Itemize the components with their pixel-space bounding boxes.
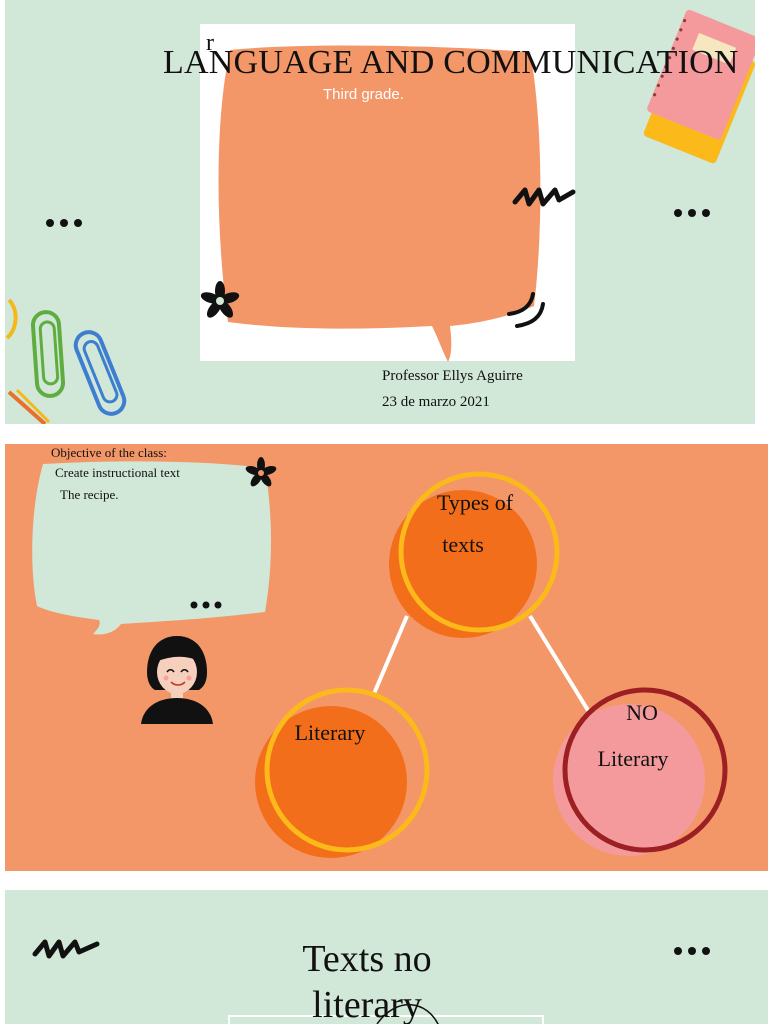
speech-bubble-shape xyxy=(218,45,541,363)
slide-types-of-texts[interactable]: Objective of the class: Create instructi… xyxy=(5,444,768,871)
slide-title[interactable]: r LANGUAGE AND COMMUNICATION Third grade… xyxy=(5,0,755,424)
flower-icon xyxy=(200,281,240,318)
frame-outline xyxy=(228,1004,544,1024)
ellipsis-icon xyxy=(190,601,222,609)
node-root-line: texts xyxy=(442,532,484,557)
scribble-icon xyxy=(512,187,576,207)
objective-line: Create instructional text xyxy=(55,465,180,480)
date-text: 23 de marzo 2021 xyxy=(382,394,490,410)
node-types-of-texts xyxy=(389,471,560,638)
subtitle: Third grade. xyxy=(323,86,404,103)
flower-icon xyxy=(245,457,277,487)
node-no-line: Literary xyxy=(597,746,669,771)
scribble-icon xyxy=(32,939,100,959)
paper-clips-decoration xyxy=(5,298,127,424)
page-title: LANGUAGE AND COMMUNICATION xyxy=(163,44,739,81)
ellipsis-icon xyxy=(674,209,710,217)
avatar xyxy=(141,636,213,724)
slide3-title-line: literary xyxy=(312,984,422,1024)
ellipsis-icon xyxy=(674,947,710,955)
objective-heading: Objective of the class: xyxy=(51,445,167,460)
node-root-line: Types of xyxy=(436,490,514,515)
objective-line: The recipe. xyxy=(60,487,119,502)
slide-texts-no-literary[interactable]: Texts no literary xyxy=(5,890,768,1024)
node-literary xyxy=(255,687,430,858)
objective-bubble-shape xyxy=(32,461,272,635)
swoosh-icon xyxy=(507,292,545,328)
node-literary-label: Literary xyxy=(294,720,366,745)
ellipsis-icon xyxy=(46,219,82,227)
node-no-literary xyxy=(553,687,728,856)
node-no-line: NO xyxy=(626,700,658,725)
professor-name: Professor Ellys Aguirre xyxy=(382,368,523,384)
slide3-title-line: Texts no xyxy=(302,938,432,980)
notebooks-decoration xyxy=(643,9,755,164)
stray-letter: r xyxy=(206,30,214,56)
diagram-connectors xyxy=(371,614,591,714)
